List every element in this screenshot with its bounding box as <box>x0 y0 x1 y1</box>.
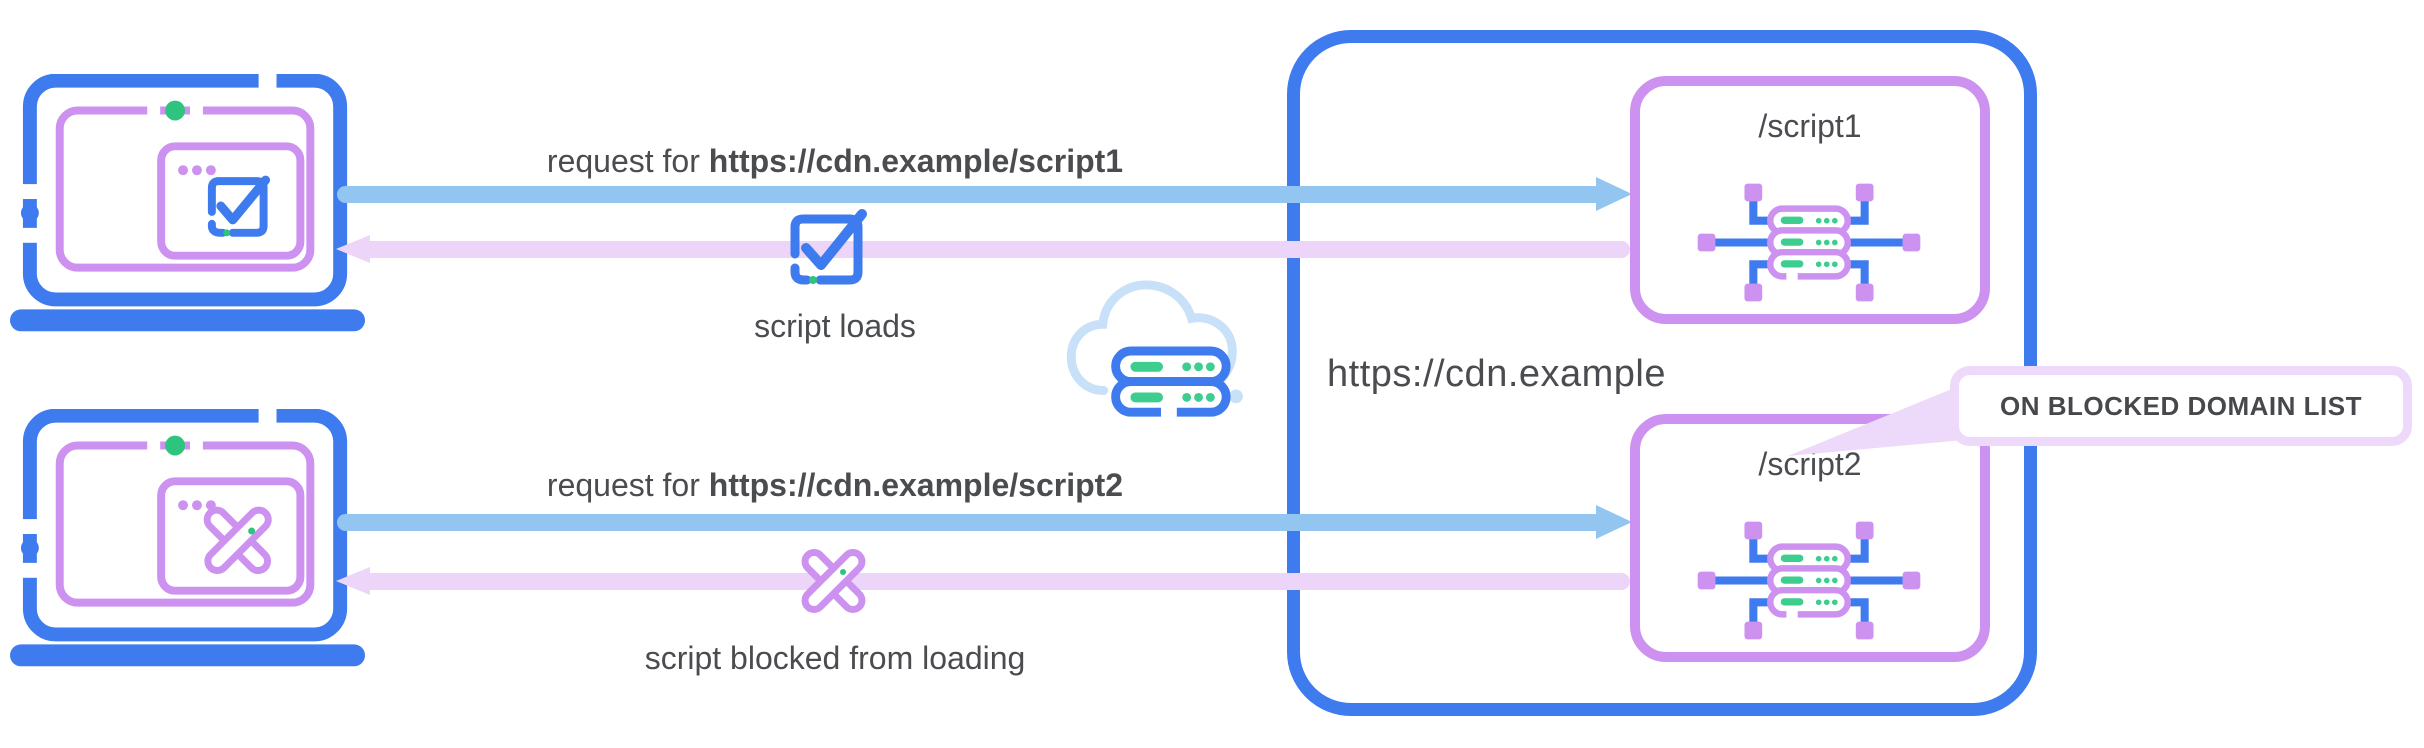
response-arrowhead-script2 <box>336 567 370 595</box>
result-caption-script1: script loads <box>754 307 916 344</box>
request-label-prefix: request for <box>546 142 709 179</box>
laptop-check-icon <box>10 74 366 332</box>
blocked-domain-callout: ON BLOCKED DOMAIN LIST <box>1950 366 2412 446</box>
request-label-script1: request for https://cdn.example/script1 <box>380 140 1290 182</box>
cross-icon <box>801 549 866 613</box>
cross-icon <box>203 506 272 575</box>
request-arrowhead-script2 <box>1596 505 1632 539</box>
response-arrowhead-script1 <box>336 235 370 263</box>
server-cluster-icon <box>1697 183 1921 302</box>
check-icon <box>207 175 271 237</box>
endpoint-script2-box: /script2 <box>1630 414 1990 662</box>
response-arrow-script1 <box>368 241 1630 258</box>
request-arrow-script2 <box>337 514 1598 531</box>
check-icon <box>790 209 867 285</box>
request-label-prefix: request for <box>546 466 709 503</box>
request-arrowhead-script1 <box>1596 177 1632 211</box>
laptop-cross-icon <box>10 409 366 667</box>
request-label-url: https://cdn.example/script1 <box>708 142 1124 179</box>
response-arrow-script2 <box>368 573 1630 590</box>
result-caption-script2: script blocked from loading <box>644 639 1026 676</box>
cloud-servers-icon <box>1066 280 1243 419</box>
request-label-url: https://cdn.example/script2 <box>708 466 1124 503</box>
request-arrow-script1 <box>337 186 1598 203</box>
request-label-script2: request for https://cdn.example/script2 <box>380 464 1290 506</box>
server-cluster-icon <box>1697 521 1921 640</box>
cdn-domain-label: https://cdn.example <box>1327 353 1667 395</box>
endpoint-script1-box: /script1 <box>1630 76 1990 324</box>
callout-tail <box>1788 384 1964 456</box>
endpoint-script1-label: /script1 <box>1758 108 1862 144</box>
